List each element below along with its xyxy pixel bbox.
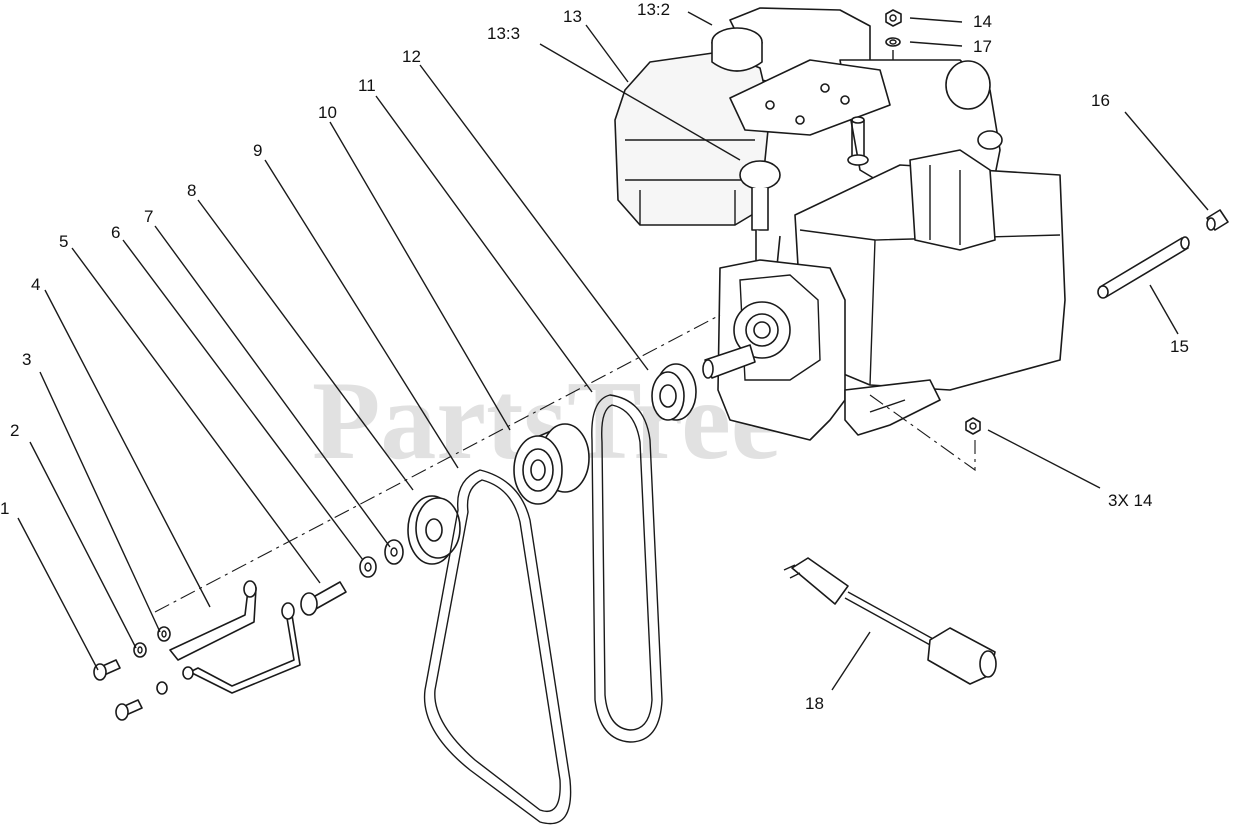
- callout-8: 8: [187, 181, 196, 200]
- shaft-15: [1097, 236, 1190, 299]
- callout-9: 9: [253, 141, 262, 160]
- pulley-10: [513, 423, 590, 505]
- callout-2: 2: [10, 421, 19, 440]
- callout-16: 16: [1091, 91, 1110, 110]
- callout-13-3: 13:3: [487, 24, 520, 43]
- extension-cord-18: [783, 557, 997, 685]
- callout-11: 11: [358, 76, 376, 95]
- washer-17: [885, 37, 901, 47]
- bolt-5: [300, 581, 347, 616]
- washer-6: [359, 556, 377, 578]
- callout-12: 12: [402, 47, 421, 66]
- callout-10: 10: [318, 103, 337, 122]
- callout-3: 3: [22, 350, 31, 369]
- callout-15: 15: [1170, 337, 1189, 356]
- callout-13-2: 13:2: [637, 0, 670, 19]
- engine-assembly: [614, 7, 1066, 441]
- washer-lower: [156, 666, 194, 695]
- callout-13: 13: [563, 7, 582, 26]
- callout-7: 7: [144, 207, 153, 226]
- callout-5: 5: [59, 232, 68, 251]
- leader-lines: [17, 11, 1209, 691]
- coupler-16: [1206, 209, 1229, 231]
- belt-11: [591, 394, 663, 743]
- callout-17: 17: [973, 37, 992, 56]
- belt-9: [423, 469, 572, 825]
- callout-18: 18: [805, 694, 824, 713]
- bolt-lower: [115, 699, 143, 721]
- bracket-4-upper: [169, 580, 257, 661]
- callout-1: 1: [0, 499, 9, 518]
- callout-14: 14: [973, 12, 992, 31]
- pulley-8: [407, 495, 461, 565]
- washer-3: [157, 626, 171, 642]
- callout-3x14: 3X 14: [1108, 491, 1152, 510]
- callout-4: 4: [31, 275, 40, 294]
- bracket-4-lower: [189, 602, 301, 694]
- pulley-12: [651, 363, 697, 421]
- washer-2: [133, 642, 147, 658]
- nut-14-lower: [965, 417, 981, 435]
- nut-14-top: [885, 9, 902, 27]
- callout-6: 6: [111, 223, 120, 242]
- assembly-centerline: [154, 314, 721, 613]
